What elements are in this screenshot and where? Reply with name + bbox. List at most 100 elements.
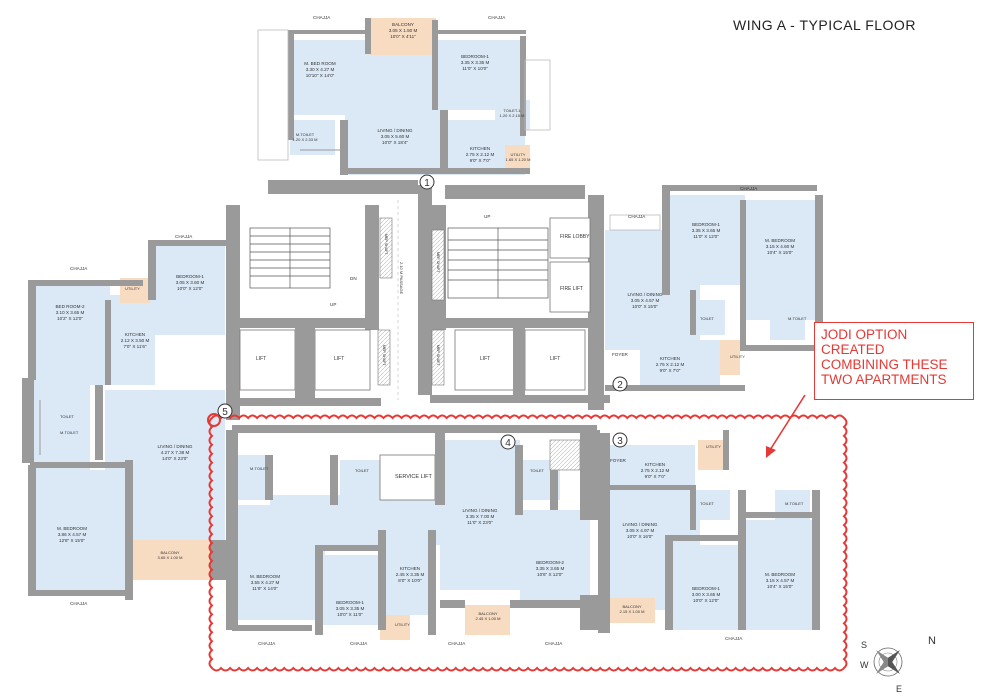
compass-s: S: [861, 640, 867, 650]
chajja-label: CHAJJA: [448, 641, 466, 646]
utility-label: UTILITY: [395, 622, 410, 627]
jodi-scallop-outline: [208, 414, 848, 672]
utility-label: UTILITY: [730, 354, 745, 359]
chajja-label: CHAJJA: [313, 15, 331, 20]
grid-markers: 1 2 3 4 5: [217, 174, 628, 450]
marker-5: 5: [217, 403, 233, 419]
shaft-label: MEP SHAFT: [436, 252, 440, 273]
callout-line: JODI OPTION: [821, 327, 908, 342]
chajja-label: CHAJJA: [488, 15, 506, 20]
passage-label: 2.10 M PASSAGE: [399, 262, 404, 294]
svg-text:1: 1: [424, 178, 430, 189]
foyer-label: FOYER: [610, 458, 627, 463]
core: [226, 180, 610, 420]
toilet-label: TOILET: [530, 468, 544, 473]
svg-text:5: 5: [222, 407, 228, 418]
svg-text:4: 4: [505, 438, 511, 449]
compass-w: W: [860, 660, 869, 670]
utility-label: UTILITY: [125, 286, 140, 291]
left-apartment: [22, 240, 230, 600]
callout-line: TWO APARTMENTS: [821, 372, 947, 387]
callout-arrow: [769, 394, 806, 451]
toilet-label: TOILET: [60, 414, 74, 419]
lift-label: LIFT: [550, 356, 560, 362]
mtoilet-label: M.TOILET: [250, 466, 269, 471]
mtoilet-label: M.TOILET: [785, 501, 804, 506]
shaft-label: MEP SHAFT: [436, 345, 440, 366]
jodi-highlight: [207, 413, 848, 672]
lift-label: LIFT: [256, 356, 266, 362]
chajja-label: CHAJJA: [350, 641, 368, 646]
utility-top: [505, 145, 530, 170]
service-lift-label: SERVICE LIFT: [395, 474, 433, 480]
compass-icon: N S W E: [860, 635, 936, 694]
chajja-label: CHAJJA: [70, 266, 88, 271]
chajja-label: CHAJJA: [545, 641, 563, 646]
compass-n: N: [928, 635, 936, 647]
room-living-top: [345, 55, 445, 175]
jodi-left-apartment: [226, 425, 602, 640]
chajja-label: CHAJJA: [258, 641, 276, 646]
chajja-label: CHAJJA: [175, 234, 193, 239]
compass-e: E: [896, 684, 902, 694]
toilet-label: TOILET: [700, 316, 714, 321]
room-bedroom1-top: [436, 40, 524, 110]
up-label: UP: [330, 302, 336, 307]
up-label: UP: [484, 214, 490, 219]
lift-label: LIFT: [334, 356, 344, 362]
foyer-label: FOYER: [612, 352, 629, 357]
fire-lobby-label: FIRE LOBBY: [560, 234, 590, 240]
svg-text:3: 3: [617, 436, 623, 447]
fire-lift-label: FIRE LIFT: [560, 286, 583, 292]
marker-3: 3: [612, 432, 628, 448]
toilet-label: TOILET: [355, 468, 369, 473]
marker-1: 1: [419, 174, 435, 190]
balcony-top: [370, 18, 436, 55]
shaft-label: MEP SHAFT: [382, 345, 386, 366]
utility-label: UTILITY: [706, 444, 721, 449]
shaft-label: MEP SHAFT: [384, 234, 388, 255]
jodi-right-apartment: [598, 430, 820, 633]
callout-line: CREATED: [821, 342, 885, 357]
marker-2: 2: [612, 376, 628, 392]
chajja-label: CHAJJA: [725, 636, 743, 641]
chajja-label: CHAJJA: [70, 601, 88, 606]
callout-line: COMBINING THESE: [821, 357, 948, 372]
chajja-label: CHAJJA: [740, 186, 758, 191]
top-apartment: [257, 18, 551, 175]
mtoilet-label: M.TOILET: [60, 430, 79, 435]
svg-text:2: 2: [617, 380, 623, 391]
room-mtoilet-top: [290, 120, 335, 155]
lift-label: LIFT: [480, 356, 490, 362]
chajja-label: CHAJJA: [628, 214, 646, 219]
jodi-callout: JODI OPTION CREATED COMBINING THESE TWO …: [814, 322, 974, 400]
